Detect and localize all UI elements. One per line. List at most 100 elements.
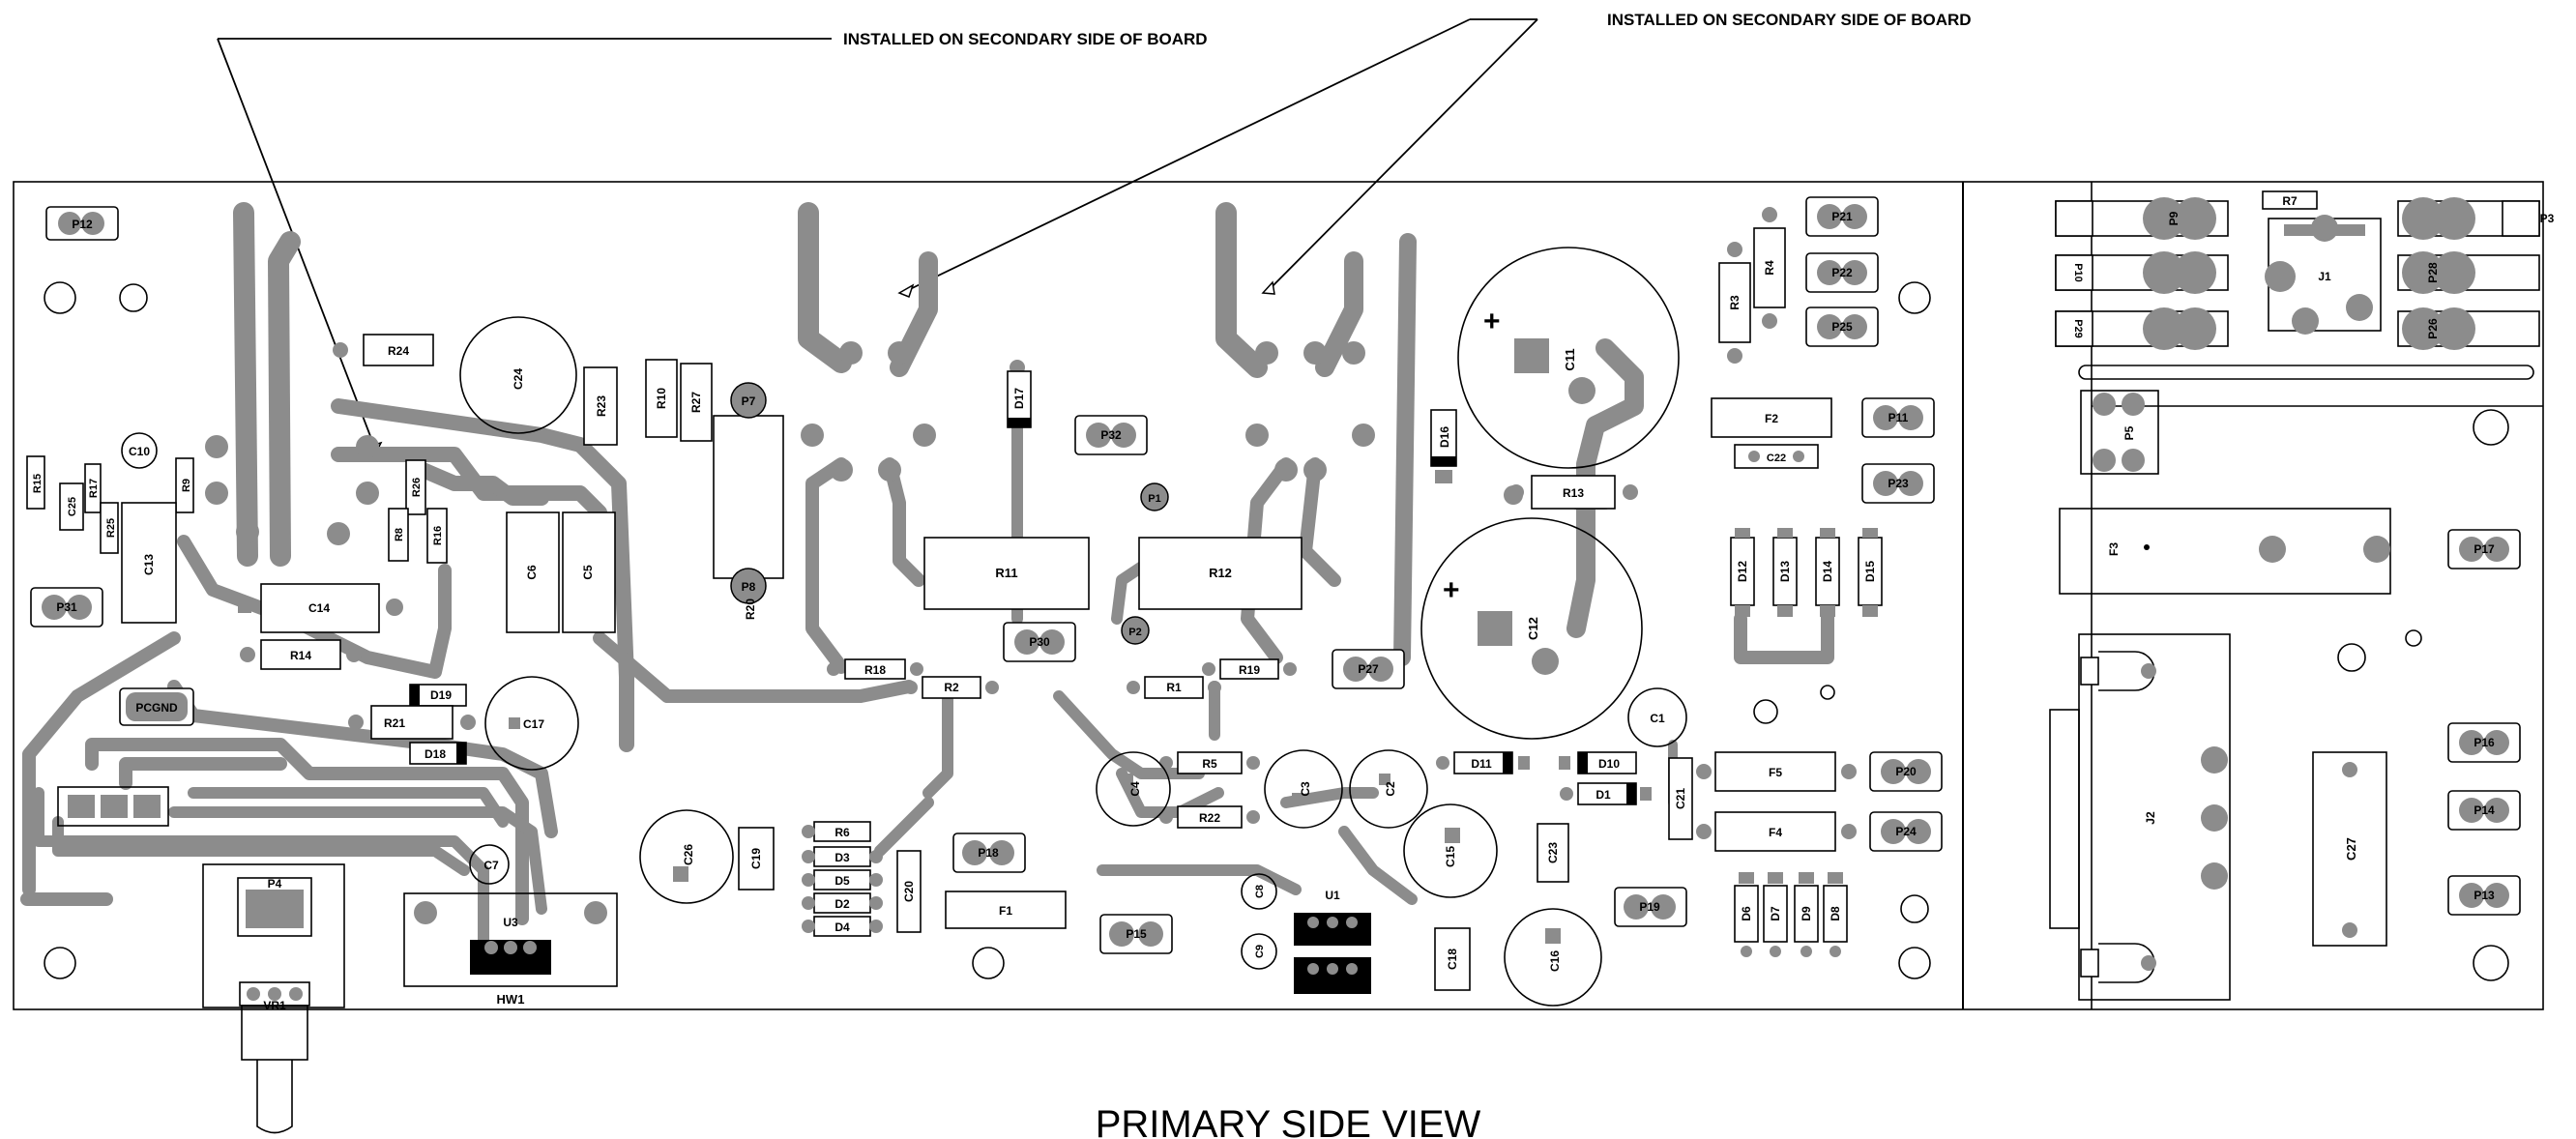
r9-label: R9 [181, 479, 192, 492]
u3-label: U3 [503, 916, 518, 929]
p31-label: P31 [56, 600, 77, 614]
r5-label: R5 [1202, 757, 1217, 771]
annotation-left: INSTALLED ON SECONDARY SIDE OF BOARD [843, 30, 1208, 48]
r12-label: R12 [1209, 566, 1232, 580]
c14-label: C14 [308, 601, 330, 615]
p25-label: P25 [1831, 320, 1853, 334]
p22-label: P22 [1831, 266, 1853, 279]
c6-label: C6 [525, 565, 539, 580]
c13-label: C13 [142, 554, 156, 575]
c22-label: C22 [1767, 453, 1786, 464]
d11-label: D11 [1471, 757, 1492, 771]
c20-label: C20 [902, 881, 916, 902]
r6-label: R6 [834, 826, 850, 839]
r22-label: R22 [1199, 811, 1220, 825]
r14-label: R14 [290, 649, 311, 662]
p32-label: P32 [1100, 428, 1122, 442]
u1-label: U1 [1325, 889, 1340, 902]
p9-label: P9 [2167, 211, 2181, 225]
p5-label: P5 [2122, 425, 2136, 440]
r19-label: R19 [1239, 663, 1260, 677]
d1-label: D1 [1595, 788, 1611, 802]
r7-label: R7 [2282, 194, 2298, 208]
d19-label: D19 [430, 688, 452, 702]
d3-label: D3 [834, 851, 850, 864]
p16-label: P16 [2474, 736, 2495, 749]
r17-label: R17 [88, 479, 100, 498]
p15-label: P15 [1126, 927, 1147, 941]
d9-label: D9 [1800, 906, 1813, 921]
j2-label: J2 [2144, 811, 2157, 825]
p2-label: P2 [1128, 627, 1141, 638]
f1-label: F1 [999, 904, 1012, 918]
p1-label: P1 [1148, 493, 1160, 505]
r24-label: R24 [388, 344, 409, 358]
p24-label: P24 [1895, 825, 1917, 838]
r2-label: R2 [944, 681, 959, 694]
d17-label: D17 [1012, 388, 1026, 409]
p14-label: P14 [2474, 803, 2495, 817]
c21-label: C21 [1674, 788, 1687, 809]
d8-label: D8 [1829, 906, 1842, 921]
r15-label: R15 [32, 474, 44, 493]
pcgnd-label: PCGND [135, 701, 178, 715]
u2-label: U2 [1327, 935, 1339, 946]
c3-label: C3 [1299, 781, 1312, 797]
c12-label: C12 [1526, 617, 1540, 640]
c2-label: C2 [1384, 781, 1397, 797]
c18-label: C18 [1446, 949, 1459, 970]
d5-label: D5 [834, 874, 850, 888]
d14-label: D14 [1821, 561, 1834, 582]
d13-label: D13 [1778, 561, 1792, 582]
r27-label: R27 [689, 392, 703, 413]
r1-label: R1 [1166, 681, 1182, 694]
svg-text:+: + [1443, 574, 1460, 606]
svg-text:+: + [1483, 306, 1501, 337]
p27-label: P27 [1358, 662, 1379, 676]
d10-label: D10 [1598, 757, 1620, 771]
view-title: PRIMARY SIDE VIEW [1096, 1103, 1481, 1139]
p4-label: P4 [268, 877, 282, 891]
vr1-label: VR1 [263, 999, 286, 1012]
c9-label: C9 [1254, 945, 1266, 958]
r23-label: R23 [595, 395, 608, 417]
p18-label: P18 [978, 846, 999, 860]
p20-label: P20 [1895, 765, 1917, 778]
pads [205, 341, 1523, 646]
d16-label: D16 [1438, 426, 1451, 448]
c17-label: C17 [523, 717, 544, 731]
c26-label: C26 [682, 844, 695, 865]
c15-label: C15 [1444, 846, 1457, 867]
r18-label: R18 [864, 663, 886, 677]
traces [20, 202, 1834, 963]
p17-label: P17 [2474, 542, 2495, 556]
hw1-label: HW1 [497, 992, 525, 1007]
r21-label: R21 [384, 716, 405, 730]
c16-label: C16 [1548, 950, 1562, 972]
c1-label: C1 [1650, 712, 1665, 725]
c8-label: C8 [1254, 885, 1266, 898]
c10-label: C10 [129, 445, 150, 458]
p19-label: P19 [1639, 900, 1660, 914]
d6-label: D6 [1740, 906, 1753, 921]
p13-label: P13 [2474, 889, 2495, 902]
f3-label: F3 [2107, 542, 2121, 556]
d18-label: D18 [424, 747, 446, 761]
r26-label: R26 [411, 478, 423, 497]
r20-label: R20 [744, 599, 757, 620]
p3-label: P3 [2540, 212, 2555, 225]
p30-label: P30 [1029, 635, 1050, 649]
c27-label: C27 [2344, 837, 2358, 861]
c4-label: C4 [1128, 781, 1142, 797]
p21-label: P21 [1831, 210, 1853, 223]
annotation-right: INSTALLED ON SECONDARY SIDE OF BOARD [1607, 11, 1972, 29]
p8-label: P8 [742, 580, 756, 594]
r10-label: R10 [655, 388, 668, 409]
d7-label: D7 [1769, 906, 1782, 921]
components: P12 C10 R15 C25 R17 R25 R9 C13 P31 PCGND [26, 190, 2555, 1134]
p26-label: P26 [2426, 318, 2440, 339]
p10-label: P10 [2072, 263, 2084, 282]
c7-label: C7 [483, 859, 499, 872]
r3-label: R3 [1728, 295, 1742, 310]
